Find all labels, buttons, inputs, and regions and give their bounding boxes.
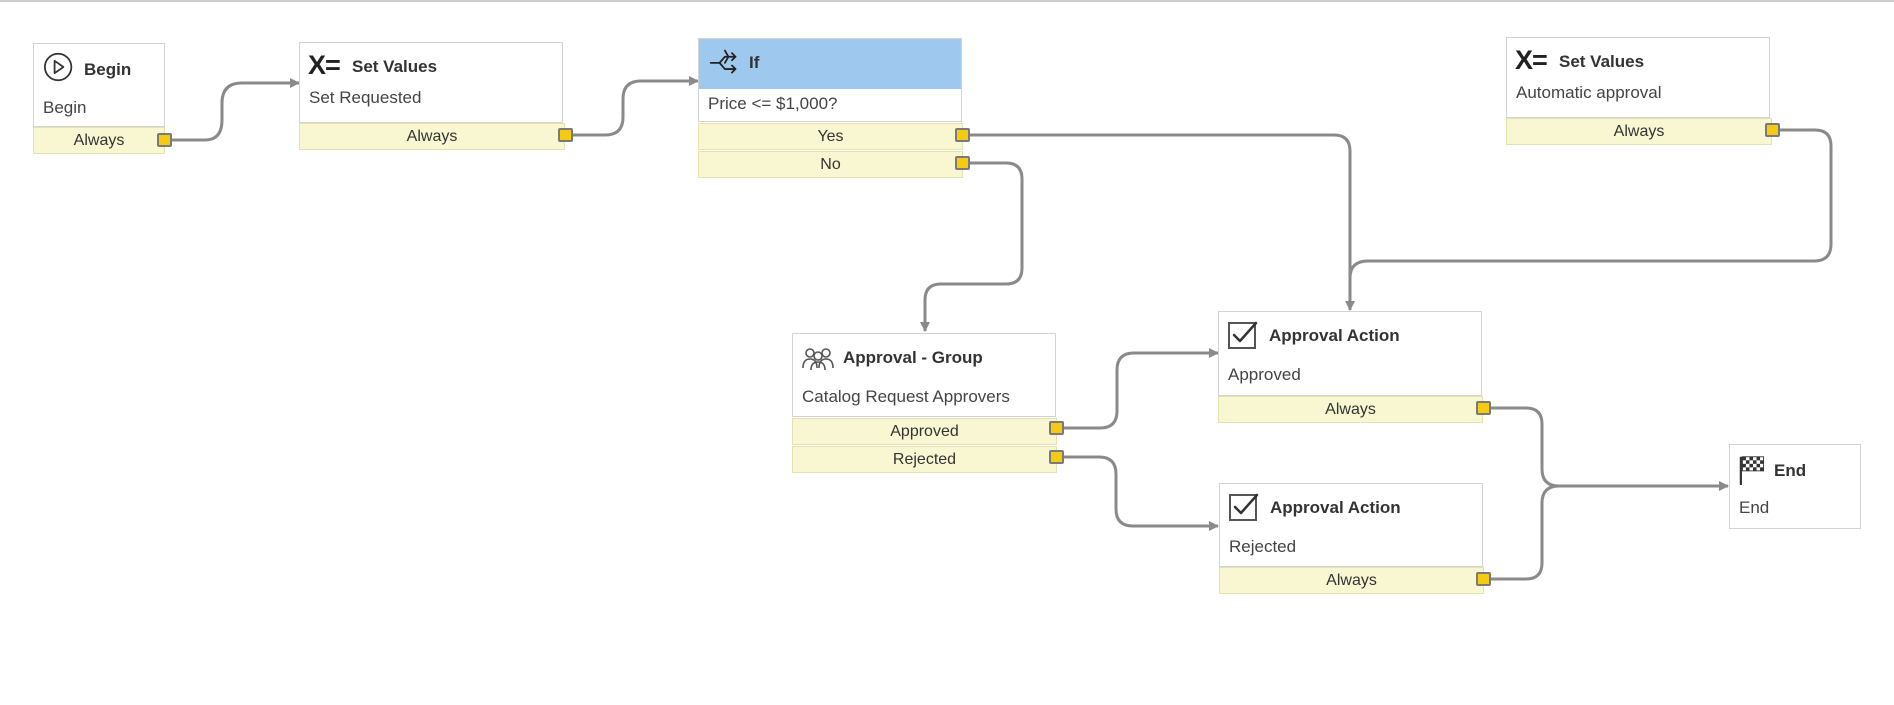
set-requested-node[interactable]: X= Set Values Set Requested — [299, 42, 563, 123]
auto-approval-output-port[interactable] — [1765, 123, 1780, 137]
approval-action-rejected-title: Approval Action — [1270, 498, 1401, 517]
connector-begin-to-set-requested — [172, 78, 300, 142]
auto-approval-condition-always[interactable]: Always — [1506, 118, 1772, 145]
set-requested-output-port[interactable] — [558, 128, 573, 142]
begin-condition-always[interactable]: Always — [33, 127, 165, 154]
branch-icon — [709, 49, 737, 74]
set-values-icon: X= — [308, 50, 341, 80]
approval-action-approved-node[interactable]: Approval Action Approved — [1218, 311, 1482, 396]
if-condition-yes[interactable]: Yes — [698, 123, 963, 150]
approval-action-approved-output-port[interactable] — [1476, 401, 1491, 415]
if-title: If — [749, 53, 760, 72]
approval-action-approved-subtitle: Approved — [1228, 365, 1301, 384]
approval-action-approved-condition-always[interactable]: Always — [1218, 396, 1483, 423]
approval-action-approved-title: Approval Action — [1269, 326, 1400, 345]
connector-approval-rejected-to-end — [1490, 484, 1728, 581]
connector-auto-approval-to-approval-approved — [1348, 128, 1833, 310]
approval-action-rejected-subtitle: Rejected — [1229, 537, 1297, 556]
connector-if-yes-to-approval-approved — [970, 133, 1355, 311]
approval-group-rejected-port[interactable] — [1049, 450, 1064, 464]
if-condition-no[interactable]: No — [698, 151, 963, 178]
approval-group-node[interactable]: Approval - Group Catalog Request Approve… — [792, 333, 1056, 417]
if-subtitle: Price <= $1,000? — [708, 94, 838, 113]
set-requested-title: Set Values — [352, 57, 438, 76]
approval-action-rejected-node[interactable]: Approval Action Rejected — [1219, 483, 1483, 567]
begin-subtitle: Begin — [43, 98, 87, 117]
checkered-flag-icon — [1739, 456, 1765, 485]
connector-if-no-to-approval-group — [920, 161, 1024, 332]
end-subtitle: End — [1739, 498, 1770, 517]
play-circle-icon — [44, 52, 73, 82]
set-requested-subtitle: Set Requested — [309, 88, 422, 107]
if-yes-output-port[interactable] — [955, 128, 970, 142]
auto-approval-title: Set Values — [1559, 52, 1645, 71]
approval-action-rejected-condition-always[interactable]: Always — [1219, 567, 1484, 594]
auto-approval-node[interactable]: X= Set Values Automatic approval — [1506, 37, 1770, 118]
group-icon — [802, 348, 834, 371]
begin-title: Begin — [84, 60, 132, 79]
if-no-output-port[interactable] — [955, 156, 970, 170]
checkbox-icon — [1229, 493, 1259, 521]
approval-group-approved-port[interactable] — [1049, 421, 1064, 435]
if-node[interactable]: If Price <= $1,000? — [698, 38, 962, 122]
connector-group-approved-to-approval-approved — [1064, 348, 1219, 430]
auto-approval-subtitle: Automatic approval — [1516, 83, 1662, 102]
set-values-icon: X= — [1515, 45, 1548, 75]
begin-node[interactable]: Begin Begin — [33, 43, 165, 127]
approval-group-condition-rejected[interactable]: Rejected — [792, 446, 1057, 473]
approval-group-subtitle: Catalog Request Approvers — [802, 387, 1010, 406]
if-header: If — [699, 39, 961, 89]
end-node[interactable]: End End — [1729, 444, 1861, 529]
top-divider — [0, 0, 1894, 2]
begin-output-port[interactable] — [157, 133, 172, 147]
set-requested-condition-always[interactable]: Always — [299, 123, 565, 150]
approval-action-rejected-output-port[interactable] — [1476, 572, 1491, 586]
connector-set-requested-to-if — [573, 76, 699, 137]
connector-group-rejected-to-approval-rejected — [1064, 455, 1219, 531]
connector-approval-approved-to-end — [1490, 406, 1729, 491]
end-title: End — [1774, 461, 1807, 480]
checkbox-icon — [1228, 321, 1258, 349]
approval-group-title: Approval - Group — [843, 348, 983, 367]
approval-group-condition-approved[interactable]: Approved — [792, 418, 1057, 445]
